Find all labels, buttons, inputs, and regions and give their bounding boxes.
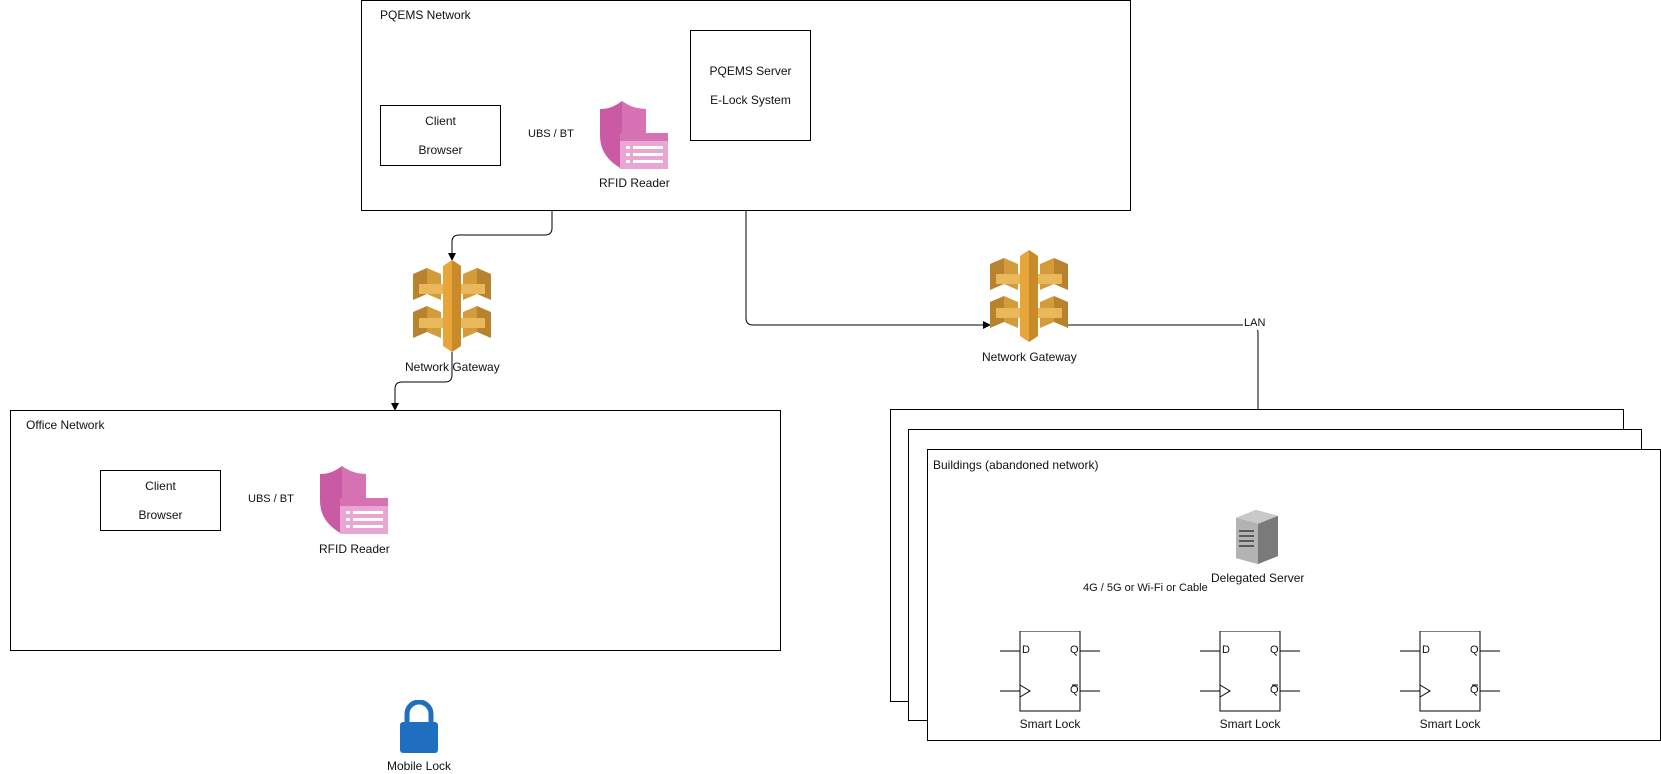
smart-lock-label: Smart Lock [1219,717,1281,731]
buildings-title: Buildings (abandoned network) [933,458,1099,472]
gateway-office-edge [391,352,453,411]
office-client-line2: Browser [138,508,183,522]
smart-lock[interactable]: D Q Q Smart Lock [1400,631,1500,733]
gateway-right-icon [990,250,1068,342]
delegated-server-icon [1236,510,1278,564]
flip-flop-icon [1200,631,1300,712]
padlock-icon [400,700,438,753]
pqems-server[interactable]: PQEMS Server E-Lock System [690,30,811,141]
gateway-right-label: Network Gateway [982,350,1077,364]
pqems-server-line2: E-Lock System [710,93,791,107]
smart-lock-label: Smart Lock [1019,717,1081,731]
pqems-network-title: PQEMS Network [380,8,471,22]
gateway-left-icon [413,260,491,352]
lan-label: LAN [1243,317,1267,330]
pin-d: D [1022,644,1030,656]
office-client-line1: Client [145,479,176,493]
smart-lock-label: Smart Lock [1419,717,1481,731]
pqems-rfid-reader-label: RFID Reader [599,176,670,190]
pin-q: Q [1070,644,1079,656]
pqems-rfid-reader-icon [600,101,668,169]
pqems-gateway-right-edge [745,211,991,329]
smart-lock[interactable]: D Q Q Smart Lock [1200,631,1300,733]
pqems-client-browser[interactable]: Client Browser [380,105,501,166]
office-rfid-reader-label: RFID Reader [319,542,390,556]
pin-qbar: Q [1270,684,1279,696]
office-rfid-reader-icon [320,466,388,534]
delegated-server-label: Delegated Server [1211,571,1305,585]
pqems-server-line1: PQEMS Server [709,64,792,78]
smart-lock[interactable]: D Q Q Smart Lock [1000,631,1100,733]
pqems-gateway-left-edge [448,211,553,261]
flip-flop-icon [1000,631,1100,712]
gateway-left-label: Network Gateway [405,360,500,374]
wireless-link-label: 4G / 5G or Wi-Fi or Cable [1082,582,1209,595]
pqems-link-label: UBS / BT [527,128,575,141]
mobile-lock-label: Mobile Lock [387,759,452,773]
pqems-client-line2: Browser [418,143,463,157]
pin-q: Q [1470,644,1479,656]
pin-qbar: Q [1070,684,1079,696]
pin-d: D [1222,644,1230,656]
pin-q: Q [1270,644,1279,656]
office-client-browser[interactable]: Client Browser [100,470,221,531]
office-link-label: UBS / BT [247,493,295,506]
office-network-title: Office Network [26,418,105,432]
pqems-client-line1: Client [425,114,456,128]
pin-qbar: Q [1470,684,1479,696]
pin-d: D [1422,644,1430,656]
flip-flop-icon [1400,631,1500,712]
